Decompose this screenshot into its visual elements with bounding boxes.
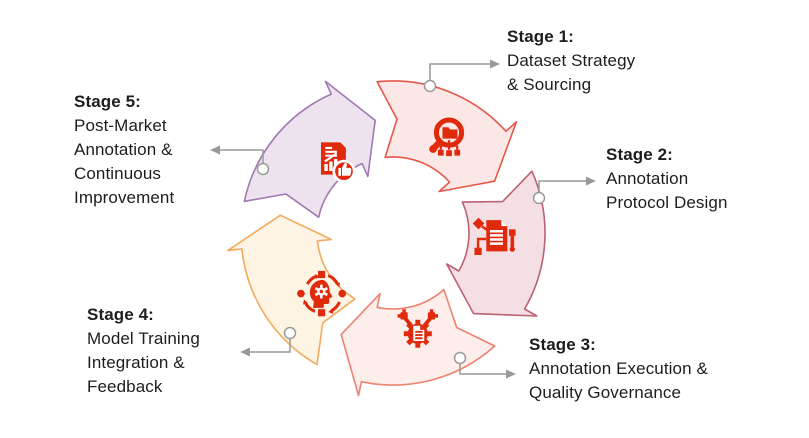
stage-2-description-line: Protocol Design <box>606 193 728 212</box>
stage-4-description-line: Integration & <box>87 353 185 372</box>
stage-3-description-line: Annotation Execution & <box>529 359 708 378</box>
stage-5-description-line: Annotation & <box>74 140 173 159</box>
connector-line <box>220 149 264 163</box>
stage-4-description-line: Model Training <box>87 329 200 348</box>
stage-4-title: Stage 4: <box>87 305 154 324</box>
connector-arrowhead <box>210 145 220 155</box>
connector-stage-1 <box>423 59 500 93</box>
connector-arrowhead <box>586 176 596 186</box>
continuous-improvement-report-icon <box>320 142 356 183</box>
quality-governance-gear-icon <box>397 309 439 348</box>
stage-5-description-line: Improvement <box>74 188 175 207</box>
stage-5-title: Stage 5: <box>74 92 141 111</box>
stage-1-title: Stage 1: <box>507 27 574 46</box>
stage-1-description-line: & Sourcing <box>507 75 592 94</box>
connector-line <box>459 364 506 375</box>
stage-1-label: Stage 1: Dataset Strategy & Sourcing <box>507 25 635 97</box>
connector-stage-2 <box>532 176 596 205</box>
connector-line <box>429 63 490 80</box>
connector-arrowhead <box>490 59 500 69</box>
connector-dot <box>532 191 546 205</box>
connector-dot <box>283 326 297 340</box>
stage-5-description-line: Continuous <box>74 164 162 183</box>
stage-icons <box>297 117 516 348</box>
dataset-sourcing-magnifier-icon <box>429 117 465 157</box>
connector-dot <box>423 79 437 93</box>
stage-2-title: Stage 2: <box>606 145 673 164</box>
connector-line <box>250 339 291 353</box>
connector-dot <box>453 351 467 365</box>
connector-dot <box>256 162 270 176</box>
stage-2-description-line: Annotation <box>606 169 689 188</box>
connector-arrowhead <box>240 347 250 357</box>
stage-5-label: Stage 5: Post-Market Annotation & Contin… <box>74 90 174 210</box>
stage-3-label: Stage 3: Annotation Execution & Quality … <box>529 333 708 405</box>
cycle-arrow-stage-5 <box>243 80 376 218</box>
connector-arrowhead <box>506 369 516 379</box>
stage-5-description-line: Post-Market <box>74 116 167 135</box>
stage-3-description-line: Quality Governance <box>529 383 682 402</box>
connector-stage-4 <box>240 326 297 357</box>
connector-stage-5 <box>210 145 270 176</box>
stage-1-description-line: Dataset Strategy <box>507 51 636 70</box>
model-training-brain-icon <box>297 270 347 317</box>
connector-line <box>538 180 586 192</box>
stage-3-title: Stage 3: <box>529 335 596 354</box>
stage-4-label: Stage 4: Model Training Integration & Fe… <box>87 303 200 399</box>
connector-stage-3 <box>453 351 516 379</box>
connectors <box>210 59 596 379</box>
annotation-protocol-document-icon <box>472 217 516 255</box>
stage-4-description-line: Feedback <box>87 377 163 396</box>
cycle-arrow-stage-4 <box>227 214 356 366</box>
stage-2-label: Stage 2: Annotation Protocol Design <box>606 143 728 215</box>
